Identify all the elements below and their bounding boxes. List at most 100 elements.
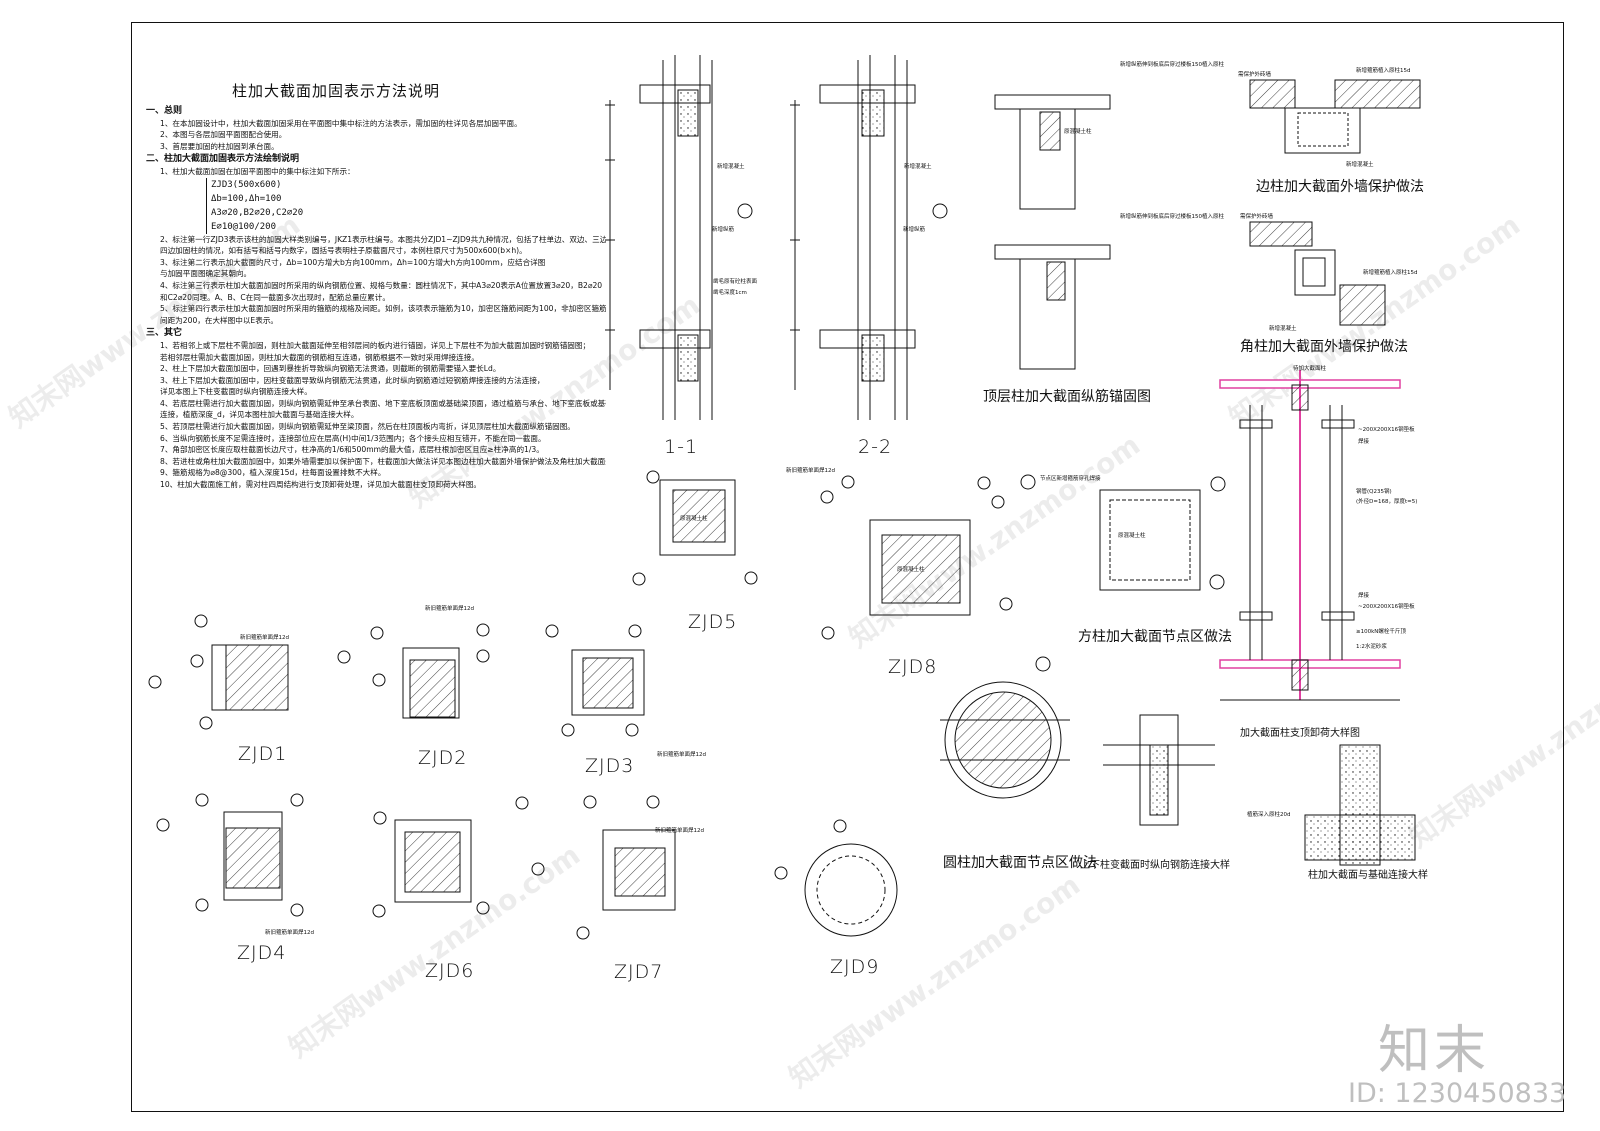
notation-line: ZJD3(500x600) [211,179,282,190]
zjd7-caption: ZJD7 [614,961,664,983]
label-new-concrete: 新增混凝土 [1346,162,1374,168]
note-line: 9、箍筋规格为⌀8@300，植入深度15d，柱每面设置排数不大样。 [160,468,386,478]
label-weld-12d: 新旧箍筋单面焊12d [240,635,289,641]
square-node-caption: 方柱加大截面节点区做法 [1078,629,1232,645]
note-line: 3、首层要加固的柱加固到承台面。 [160,141,279,151]
label-pipe-spec: (外径D=168，厚度t=5) [1356,499,1418,505]
zjd8-caption: ZJD8 [888,656,938,678]
zjd1-caption: ZJD1 [238,743,288,765]
note-line: 6、当纵向钢筋长度不足需连接时，连接部位应在层高(H)中间1/3范围内；各个接头… [160,433,546,443]
zjd4-drawing [156,793,304,917]
note-line: 与加固平面图确定其朝向。 [160,269,252,279]
zjd8-drawing [820,475,1013,640]
shoring-drawing [1219,370,1401,701]
drawing-frame [131,22,1564,1112]
label-node-note: 节点区新增箍筋穿孔焊接 [1040,476,1101,482]
zjd6-caption: ZJD6 [425,960,475,982]
note-line: 四边加固柱的情况，如有括号和括号内数字，圆括号表明柱子原截面尺寸，本例柱原尺寸为… [160,246,527,256]
label-new-concrete: 新增混凝土 [1269,326,1297,332]
note-line: 连接，植筋深度_d，详见本图柱加大截面与基础连接大样。 [160,410,359,420]
brand-logo: 知末 [1378,1021,1491,1081]
label-orig-column: 原混凝土柱 [680,516,708,522]
label-chisel-depth: 凿毛深度1cm [713,290,747,296]
general-notes: 一、总则 1、在本加固设计中，柱加大截面加固采用在平面图中集中标注的方法表示，需… [146,104,606,491]
note-line: 2、柱上下层加大截面加固中，回遇到暴挫折导致纵向钢筋无法贯通，则截断的钢筋需要锚… [160,364,501,374]
notes-section-heading: 三、其它 [146,328,183,339]
label-weld-12d: 新旧箍筋单面焊12d [786,468,835,474]
square-node-drawing [1020,474,1226,591]
zjd5-drawing [632,470,758,586]
section-1-1-drawing [605,55,753,420]
notation-line: E⌀10@100/200 [211,221,277,232]
notes-section-heading: 一、总则 [146,106,183,116]
section-2-2-drawing [790,55,948,420]
label-top-note: 新增纵筋伸到板底后穿过楼板150植入原柱 [1120,214,1224,220]
note-line: 3、柱上下层加大截面加固中，因柱变截面导致纵向钢筋无法贯通，此时纵向钢筋通过短钢… [160,375,545,385]
note-line: 5、若顶层柱需进行加大截面加固，则纵向钢筋需延伸至梁顶面，然后在柱顶面板内弯折，… [160,422,575,432]
zjd4-caption: ZJD4 [237,942,287,964]
top-anchor-drawing [994,94,1111,370]
label-new-concrete: 新增混凝土 [717,164,745,170]
notation-line: A3⌀20,B2⌀20,C2⌀20 [211,207,304,218]
note-line: 7、角部加密区长度应取柱截面长边尺寸，柱净高的1/6和500mm的最大值，底层柱… [160,445,544,455]
notation-example: ZJD3(500x600) Δb=100,Δh=100 A3⌀20,B2⌀20,… [206,177,606,234]
label-anchor-20d: 植筋深入原柱20d [1247,812,1291,818]
label-weld: 焊接 [1358,593,1370,599]
note-line: 5、标注第四行表示柱加大截面加固时所采用的箍筋的规格及间距。如例，该项表示箍筋为… [160,304,606,314]
label-plate: ~200X200X16钢垫板 [1358,604,1415,610]
label-new-rebar: 新增纵筋 [903,227,926,233]
zjd6-drawing [372,796,529,918]
label-weld-12d: 新旧箍筋单面焊12d [657,752,706,758]
zjd3-drawing [545,624,645,737]
note-line: 10、柱加大截面施工前，需对柱四周结构进行支顶卸荷处理，详见加大截面柱支顶卸荷大… [160,480,482,490]
label-orig-column: 原混凝土柱 [1118,533,1146,539]
notation-line: Δb=100,Δh=100 [211,193,282,204]
note-line: 3、标注第二行表示加大截面的尺寸，Δb=100方增大b方向100mm，Δh=10… [160,257,546,267]
corner-wall-caption: 角柱加大截面外墙保护做法 [1240,339,1408,355]
zjd2-caption: ZJD2 [418,747,468,769]
edge-wall-protection-drawing [1249,79,1421,154]
foundation-drawing [1304,744,1416,866]
foundation-caption: 柱加大截面与基础连接大样 [1308,870,1428,881]
image-id: ID: 1230450833 [1348,1078,1567,1109]
label-orig-column: 原混凝土柱 [897,567,925,573]
label-weld: 焊接 [1358,439,1370,445]
note-line: 间距为200，在大样图中以E表示。 [160,315,279,325]
label-top-note: 新增纵筋伸到板底后穿过楼板150植入原柱 [1120,62,1224,68]
note-line: 1、若相邻上或下层柱不需加固，则柱加大截面延伸至相邻层间的板内进行锚固，详见上下… [160,340,591,350]
section-2-2-caption: 2-2 [858,436,893,458]
label-new-rebar: 新增纵筋 [712,227,735,233]
note-line: 1、柱加大截面加固在加固平面图中的集中标注如下所示： [160,166,355,176]
label-weld-12d: 新旧箍筋单面焊12d [265,930,314,936]
splice-drawing [1103,714,1215,826]
label-orig-column: 原混凝土柱 [1064,129,1092,135]
shoring-caption: 加大截面柱支顶卸荷大样图 [1240,728,1360,739]
note-line: 4、若底层柱需进行加大截面加固，则纵向钢筋需延伸至承台表面、地下室底板顶面或基础… [160,398,606,408]
label-to-strengthen: 待加大截面柱 [1293,366,1327,372]
note-line: 8、若进柱或角柱加大截面加固中，如果外墙需要加以保护面下，柱截面加大做法详见本图… [160,456,606,466]
label-wall-protect: 需保护外砖墙 [1240,214,1274,220]
splice-caption: 上下柱变截面时纵向钢筋连接大样 [1080,860,1230,871]
note-line: 2、本图与各层加固平面图配合使用。 [160,130,287,140]
page-title: 柱加大截面加固表示方法说明 [232,82,441,100]
zjd1-drawing [148,614,289,730]
corner-wall-protection-drawing [1249,221,1386,326]
label-weld-12d: 新旧箍筋单面焊12d [425,606,474,612]
label-mortar: 1:2水泥砂浆 [1356,644,1387,650]
label-new-concrete: 新增混凝土 [904,164,932,170]
note-line: 4、标注第三行表示柱加大截面加固时所采用的纵向钢筋位置、规格与数量：圆柱情况下，… [160,280,603,290]
edge-wall-caption: 边柱加大截面外墙保护做法 [1256,179,1424,195]
zjd7-drawing [531,795,676,940]
zjd2-drawing [337,623,490,719]
note-line: 2、标注第一行ZJD3表示该柱的加固大样类别编号，JKZ1表示柱编号。本图共分Z… [160,234,606,244]
note-line: 和C2⌀20同理。A、B、C在同一截面多次出现时，配筋总量应累计。 [160,292,390,302]
label-plate: ~200X200X16钢垫板 [1358,427,1415,433]
zjd9-caption: ZJD9 [830,956,880,978]
label-weld-12d: 新旧箍筋单面焊12d [655,828,704,834]
note-line: 1、在本加固设计中，柱加大截面加固采用在平面图中集中标注的方法表示，需加固的柱详… [160,118,522,128]
label-anchor-15d: 新增箍筋植入原柱15d [1363,270,1418,276]
label-jack: ≥100kN螺栓千斤顶 [1356,629,1406,635]
zjd5-caption: ZJD5 [688,611,738,633]
